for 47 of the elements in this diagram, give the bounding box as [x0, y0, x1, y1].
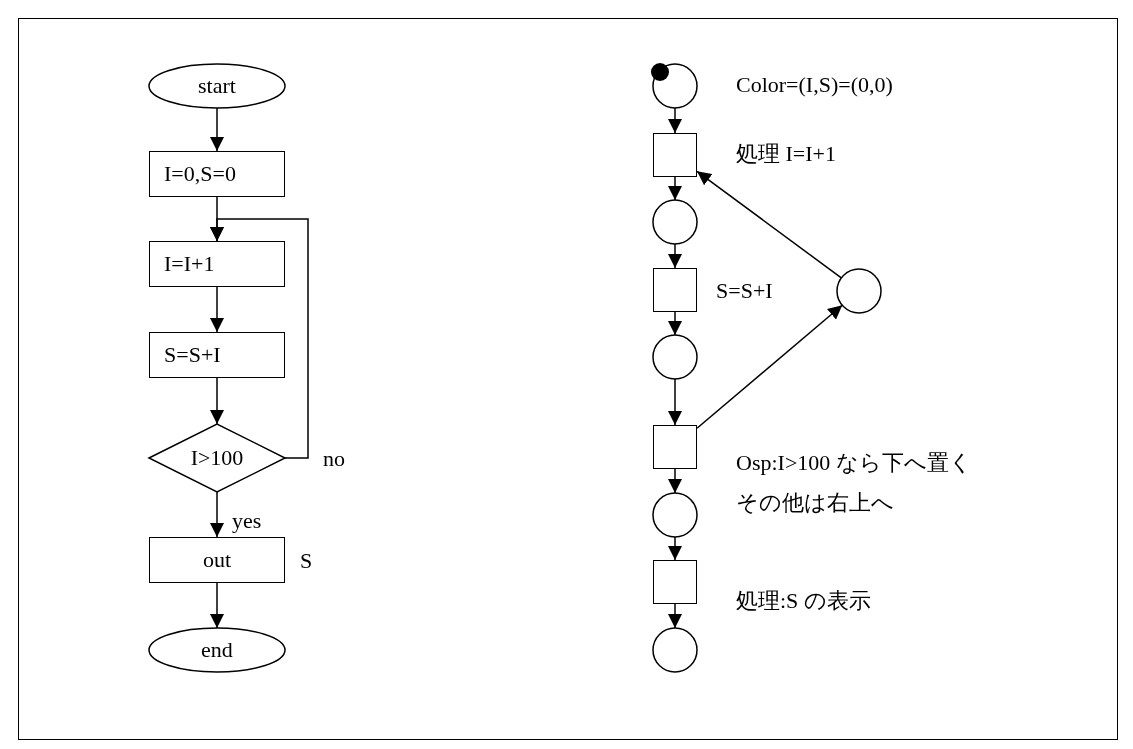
- place-circle: [653, 335, 697, 379]
- node-label: start: [198, 75, 236, 97]
- process-box: [149, 151, 285, 197]
- annotation-text: 処理 I=I+1: [736, 143, 836, 165]
- arrow: [668, 603, 682, 629]
- arrow: [668, 536, 682, 561]
- place-circle: [653, 493, 697, 537]
- node-label: out: [202, 549, 232, 571]
- arrow: [696, 170, 843, 279]
- process-box: [149, 241, 285, 287]
- annotation-text: その他は右上へ: [736, 492, 894, 514]
- arrow: [668, 311, 682, 336]
- arrow: [210, 582, 224, 629]
- terminal-ellipse: [149, 628, 285, 672]
- terminal-ellipse: [149, 64, 285, 108]
- arrow: [668, 243, 682, 269]
- process-box: [653, 425, 697, 469]
- process-box: [149, 537, 285, 583]
- process-box: [653, 560, 697, 604]
- annotation-text: S=S+I: [716, 280, 773, 302]
- process-box: [149, 332, 285, 378]
- arrow: [668, 468, 682, 494]
- place-circle: [653, 64, 697, 108]
- arrow: [696, 304, 843, 430]
- annotation-text: Osp:I>100 なら下へ置く: [736, 452, 972, 474]
- arrow: [210, 107, 224, 152]
- process-box: [653, 133, 697, 177]
- node-label: I=I+1: [164, 253, 215, 275]
- node-label: end: [201, 639, 233, 661]
- arrow: [668, 378, 682, 426]
- decision-diamond: [149, 424, 285, 492]
- place-circle: [653, 200, 697, 244]
- arrow: [668, 176, 682, 201]
- arrow: [210, 218, 309, 459]
- place-circle: [837, 269, 881, 313]
- annotation-text: Color=(I,S)=(0,0): [736, 74, 893, 96]
- arrow: [210, 491, 224, 538]
- process-box: [653, 268, 697, 312]
- node-label: S=S+I: [164, 344, 221, 366]
- arrow: [210, 286, 224, 333]
- place-circle: [653, 628, 697, 672]
- arrow: [210, 377, 224, 425]
- annotation-text: S: [300, 550, 313, 572]
- arrow: [668, 107, 682, 134]
- node-label: I>100: [190, 447, 244, 469]
- node-label: I=0,S=0: [164, 163, 236, 185]
- annotation-text: 処理:S の表示: [736, 590, 871, 612]
